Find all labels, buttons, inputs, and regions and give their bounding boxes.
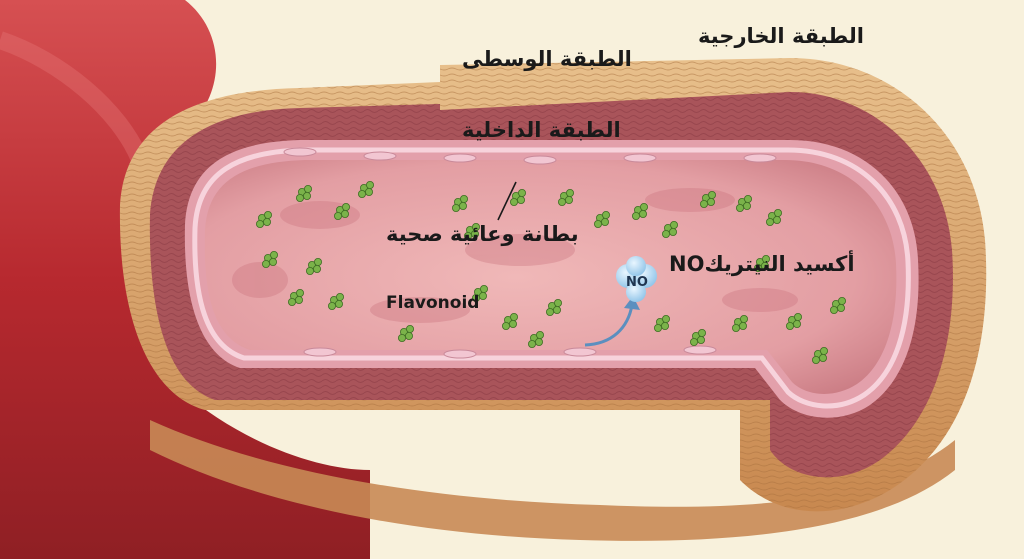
- flavonoid-cluster: [662, 220, 679, 238]
- flavonoid-cluster: [786, 312, 803, 330]
- flavonoid-cluster: [471, 284, 488, 302]
- endothelium-label: بطانة وعائية صحية: [386, 222, 579, 246]
- flavonoid-cluster: [766, 208, 783, 226]
- flavonoid-cluster: [255, 210, 272, 228]
- arrow-head: [624, 296, 640, 310]
- flavonoid-cluster: [594, 210, 611, 228]
- vessel-outer-wall: [0, 0, 370, 559]
- flavonoid-cluster: [700, 190, 717, 208]
- flavonoid-label: Flavonoid: [386, 293, 480, 313]
- flavonoid-cluster: [732, 314, 749, 332]
- flavonoid-cluster: [451, 194, 468, 212]
- middle-layer-label: الطبقة الوسطى: [462, 47, 632, 71]
- flavonoid-cluster: [397, 324, 414, 342]
- flavonoid-cluster: [287, 288, 304, 306]
- flavonoid-cluster: [558, 188, 575, 206]
- flavonoid-cluster: [654, 314, 671, 332]
- flavonoid-cluster: [333, 202, 350, 220]
- flavonoid-cluster: [632, 202, 649, 220]
- vessel-lumen: [204, 160, 897, 394]
- flavonoid-cluster: [812, 346, 829, 364]
- no-release-arrow: [584, 304, 634, 347]
- flavonoid-cluster: [528, 330, 545, 348]
- flavonoid-molecules: [255, 180, 847, 364]
- flavonoid-cluster: [736, 194, 753, 212]
- flavonoid-cluster: [501, 312, 518, 330]
- flavonoid-cluster: [830, 296, 847, 314]
- vessel-underside: [150, 420, 955, 541]
- flavonoid-cluster: [295, 184, 312, 202]
- nitric-oxide-label: أكسيد النيتريكNO: [669, 252, 855, 276]
- flavonoid-cluster: [754, 254, 771, 272]
- flavonoid-cluster: [327, 292, 344, 310]
- outer-layer-label: الطبقة الخارجية: [698, 24, 864, 48]
- endothelial-cells: [283, 147, 777, 359]
- flavonoid-cluster: [690, 328, 707, 346]
- flavonoid-cluster: [509, 188, 527, 206]
- flavonoid-cluster: [463, 222, 480, 240]
- flavonoid-cluster: [546, 298, 563, 316]
- flavonoid-cluster: [261, 250, 278, 268]
- no-molecule-label: NO: [626, 275, 648, 290]
- endothelium-leader-line: [497, 181, 517, 221]
- no-molecule: NO: [616, 256, 657, 302]
- flavonoid-cluster: [305, 257, 322, 275]
- flavonoid-cluster: [357, 180, 374, 198]
- inner-layer-label: الطبقة الداخلية: [462, 118, 621, 142]
